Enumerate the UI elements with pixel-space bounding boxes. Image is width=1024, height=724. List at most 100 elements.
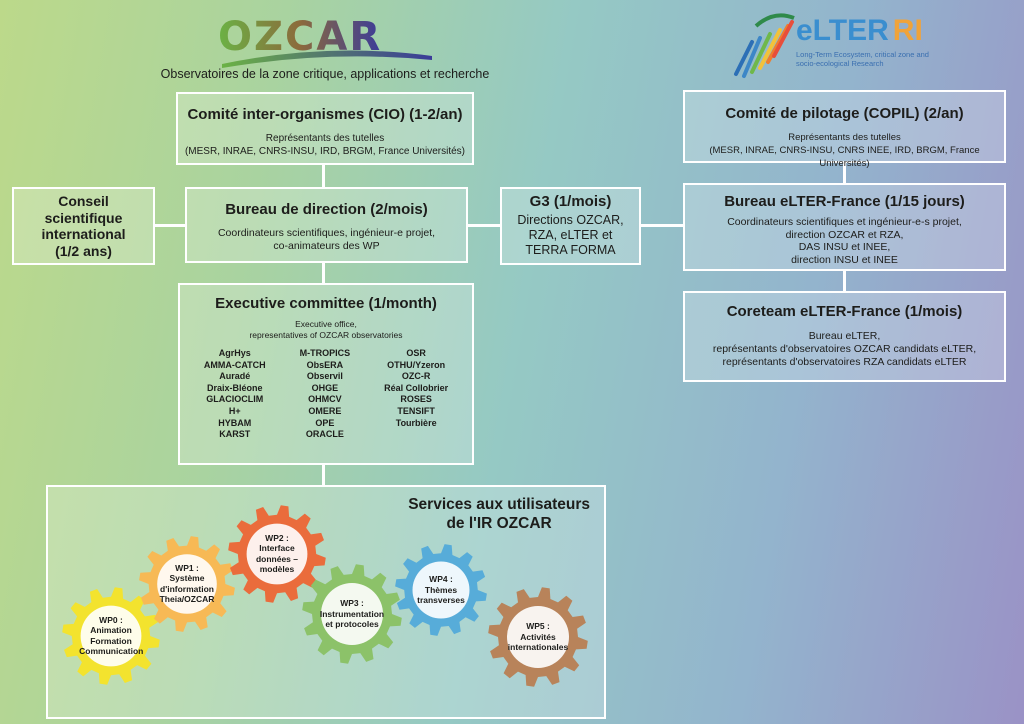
wp3-label-line: Instrumentation: [319, 608, 385, 619]
elter-logo-mark: [734, 13, 795, 78]
g3-title: G3 (1/mois): [529, 193, 612, 210]
connector-copil-bureau-elter: [843, 163, 846, 183]
copil-title: Comité de pilotage (COPIL) (2/an): [725, 105, 964, 122]
wp2-label-line: Interface: [259, 543, 295, 554]
cio-title: Comité inter-organismes (CIO) (1-2/an): [187, 106, 463, 123]
connector-bureau-executive: [322, 263, 325, 283]
wp1-label-line: d'information: [160, 583, 214, 594]
observatory-name: OPE: [315, 417, 335, 428]
wp5-label-line: Activités: [520, 631, 556, 642]
observatory-name: ORACLE: [305, 429, 344, 440]
connector-conseil-bureau: [155, 224, 185, 227]
executive-line1: Executive office,: [295, 319, 357, 329]
services-title-line2: de l'IR OZCAR: [446, 515, 552, 532]
bureau-elter-line2: direction OZCAR et RZA,: [785, 228, 904, 241]
bureau-direction-line1: Coordinateurs scientifiques, ingénieur-e…: [217, 227, 436, 239]
services-title-line1: Services aux utilisateurs: [408, 496, 590, 513]
cio-line1: Représentants des tutelles: [265, 133, 385, 144]
observatory-name: OZC-R: [401, 371, 431, 382]
observatory-name: ObsERA: [306, 359, 344, 370]
observatory-name: ROSES: [400, 394, 432, 405]
observatory-name: Tourbière: [395, 417, 437, 428]
connector-executive-services: [322, 465, 325, 485]
coreteam-line1: Bureau eLTER,: [808, 330, 881, 342]
wp3-gear-icon: [302, 564, 402, 664]
g3-box: G3 (1/mois) Directions OZCAR, RZA, eLTER…: [500, 187, 641, 265]
observatory-name: OMERE: [308, 405, 342, 416]
conseil-box: Conseil scientifique international (1/2 …: [12, 187, 155, 265]
wp2-label-line: données –: [255, 553, 298, 564]
bureau-elter-box: Bureau eLTER-France (1/15 jours) Coordin…: [683, 183, 1006, 271]
ozcar-tagline: Observatoires de la zone critique, appli…: [160, 67, 490, 81]
coreteam-line2: représentants d'observatoires OZCAR cand…: [712, 343, 977, 355]
observatory-name: Draix-Bléone: [206, 382, 263, 393]
coreteam-box: Coreteam eLTER-France (1/mois) Bureau eL…: [683, 291, 1006, 382]
observatory-name: OSR: [406, 348, 426, 358]
wp4-gear-icon: [395, 544, 487, 636]
copil-line1: Représentants des tutelles: [788, 132, 901, 143]
bureau-direction-title: Bureau de direction (2/mois): [225, 201, 428, 218]
wp0-gear-icon: [62, 587, 160, 685]
elter-subtitle-line2: socio-ecological Research: [796, 59, 884, 68]
executive-line2: representatives of OZCAR observatories: [249, 329, 403, 340]
wp5-label-line: WP5 :: [526, 621, 550, 632]
elter-logo-ri: RI: [892, 14, 923, 47]
g3-line3: TERRA FORMA: [525, 243, 616, 257]
services-box: Services aux utilisateurs de l'IR OZCAR …: [46, 485, 606, 719]
observatory-name: AMMA-CATCH: [203, 359, 266, 370]
wp1-gear-icon: [139, 536, 235, 632]
observatory-name: Auradé: [219, 371, 251, 382]
wp1-label-line: Theia/OZCAR: [159, 594, 215, 605]
connector-cio-bureau: [322, 165, 325, 187]
observatory-name: HYBAM: [218, 417, 252, 428]
wp0-label-line: Formation: [90, 635, 132, 646]
cio-line2: (MESR, INRAE, CNRS-INSU, IRD, BRGM, Fran…: [184, 146, 466, 157]
observatory-name: AgrHys: [218, 348, 251, 358]
ozcar-logo: OZCAR: [218, 12, 438, 68]
wp5-gear-icon: [488, 587, 588, 687]
cio-box: Comité inter-organismes (CIO) (1-2/an) R…: [176, 92, 474, 165]
wp2-gear-icon: [228, 505, 326, 603]
wp4-label-line: transverses: [417, 595, 465, 606]
bureau-elter-line4: direction INSU et INEE: [791, 253, 898, 266]
connector-bureau-elter-coreteam: [843, 271, 846, 291]
bureau-direction-line2: co-animateurs des WP: [273, 240, 380, 252]
wp2-label-line: WP2 :: [265, 532, 289, 543]
conseil-line1: Conseil: [58, 193, 109, 209]
observatory-name: OTHU/Yzeron: [387, 359, 446, 370]
wp1-label-line: Système: [169, 573, 205, 584]
observatory-name: Réal Collobrier: [384, 382, 449, 393]
wp3-label-line: WP3 :: [340, 598, 364, 609]
wp0-label-line: Communication: [79, 646, 144, 657]
observatory-name: H+: [228, 405, 241, 416]
conseil-line4: (1/2 ans): [55, 242, 112, 259]
g3-line2: RZA, eLTER et: [528, 228, 613, 242]
observatory-name: OHMCV: [308, 394, 342, 405]
coreteam-line3: représentants d'observatoires RZA candid…: [722, 356, 967, 368]
observatory-name: M-TROPICS: [299, 348, 351, 358]
elter-subtitle-line1: Long-Term Ecosystem, critical zone and: [796, 50, 929, 59]
observatory-name: KARST: [219, 429, 251, 440]
bureau-direction-box: Bureau de direction (2/mois) Coordinateu…: [185, 187, 468, 263]
copil-box: Comité de pilotage (COPIL) (2/an) Représ…: [683, 90, 1006, 169]
wp0-label-line: WP0 :: [99, 614, 123, 625]
gears-svg: [62, 505, 588, 687]
observatory-name: TENSIFT: [397, 405, 435, 416]
wp0-label-line: Animation: [90, 625, 132, 636]
copil-line2: (MESR, INRAE, CNRS-INSU, CNRS INEE, IRD,…: [709, 145, 980, 169]
conseil-line2: scientifique: [44, 209, 123, 226]
wp5-label-line: internationales: [507, 642, 569, 653]
bureau-elter-line1: Coordinateurs scientifiques et ingénieur…: [727, 216, 962, 228]
bureau-elter-title: Bureau eLTER-France (1/15 jours): [724, 193, 965, 210]
connector-g3-bureau-elter: [641, 224, 683, 227]
